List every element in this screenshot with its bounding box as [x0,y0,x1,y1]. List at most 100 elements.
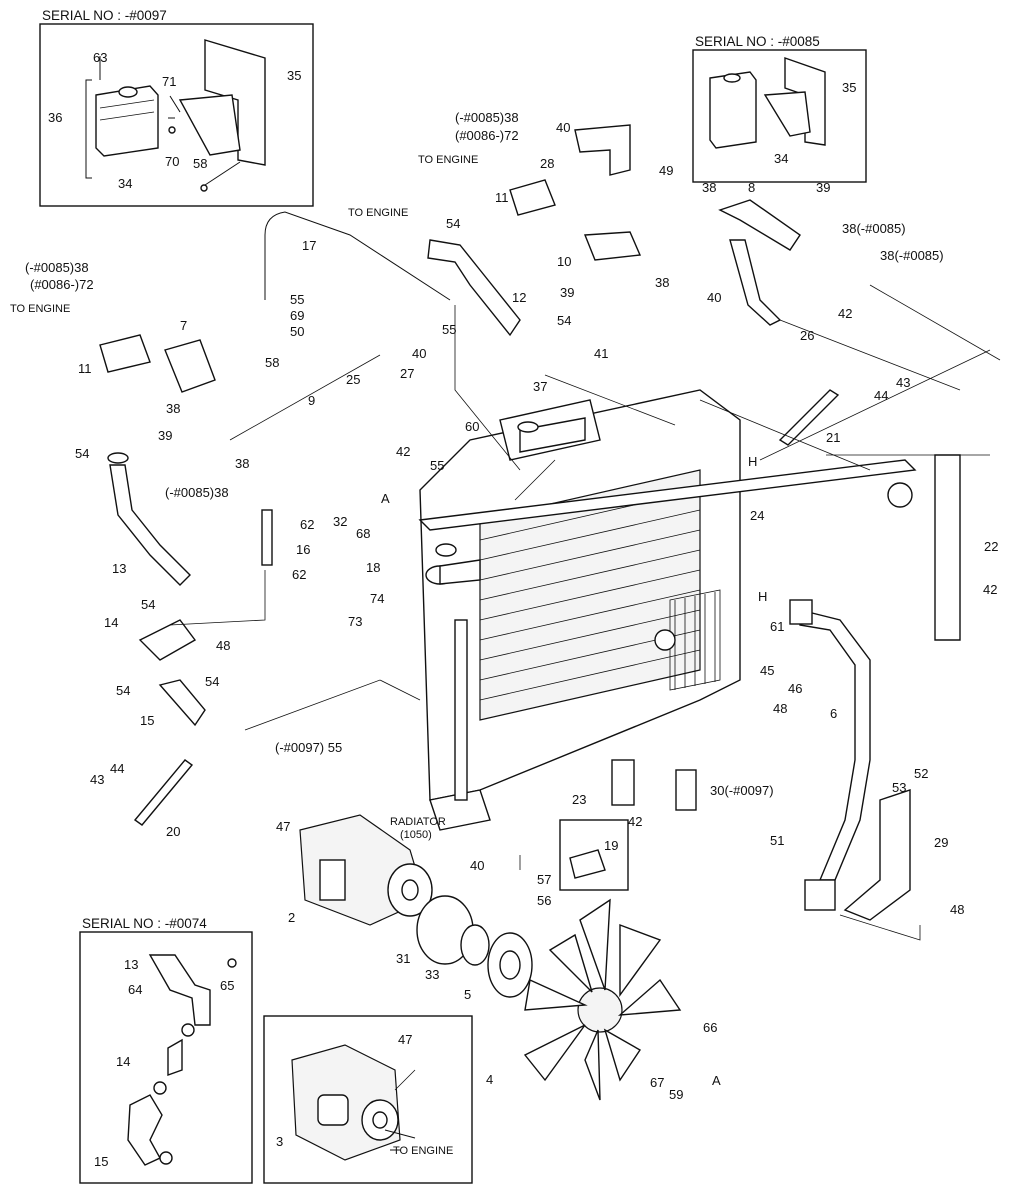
callout-53: 53 [892,780,906,795]
callout-26: 26 [800,328,814,343]
callout-34: 34 [774,151,788,166]
callout-47: 47 [398,1032,412,1047]
callout-36: 36 [48,110,62,125]
callout-71: 71 [162,74,176,89]
callout-54: 54 [446,216,460,231]
callout-54: 54 [557,313,571,328]
radiator-assembly [419,389,913,831]
inset-bottom-center [263,1015,473,1184]
callout-labels: 63 71 35 36 70 34 58 35 34 40 28 49 38 8… [48,50,998,1169]
callout-38: 38 [166,401,180,416]
callout-43: 43 [90,772,104,787]
callout-8: 8 [748,180,755,195]
callout-37: 37 [533,379,547,394]
pump-2 [299,814,433,926]
callout-40: 40 [412,346,426,361]
callout-54: 54 [205,674,219,689]
callout-65: 65 [220,978,234,993]
callout-39: 39 [816,180,830,195]
callout-31: 31 [396,951,410,966]
ref-38-0085: 38(-#0085) [842,221,906,236]
callout-4: 4 [486,1072,493,1087]
bracket-23 [611,759,635,806]
callout-38: 38 [235,456,249,471]
callout-15: 15 [94,1154,108,1169]
inset-serial-label: SERIAL NO : -#0085 [695,34,820,49]
callout-19-box [559,819,629,891]
hose-11-right [509,179,556,216]
callout-48: 48 [773,701,787,716]
callout-70: 70 [165,154,179,169]
callout-15: 15 [140,713,154,728]
callout-40: 40 [470,858,484,873]
ref-0085-38: (-#0085)38 [455,110,519,125]
callout-39: 39 [560,285,574,300]
to-engine-note: TO ENGINE [418,154,478,166]
ref-0086-72: (#0086-)72 [30,277,94,292]
callout-69: 69 [290,308,304,323]
fan-4 [523,898,682,1101]
inset-serial-label: SERIAL NO : -#0097 [42,8,167,23]
callout-39: 39 [158,428,172,443]
callout-33: 33 [425,967,439,982]
hose-6 [799,609,871,881]
hose-13 [109,464,191,586]
callout-42: 42 [838,306,852,321]
callout-74: 74 [370,591,384,606]
callout-21: 21 [826,430,840,445]
callout-9: 9 [308,393,315,408]
strut-21 [778,389,840,446]
radiator-code: (1050) [400,829,432,841]
callout-64: 64 [128,982,142,997]
inset-top-right: SERIAL NO : -#0085 [692,34,867,183]
ref-30-0097: 30(-#0097) [710,783,774,798]
ref-0086-72: (#0086-)72 [455,128,519,143]
callout-7: 7 [180,318,187,333]
hose-12 [427,239,521,337]
inset-bottom-left: SERIAL NO : -#0074 [79,916,253,1184]
callout-20: 20 [166,824,180,839]
block-30 [675,769,697,811]
callout-11: 11 [78,361,92,376]
callout-14: 14 [104,615,118,630]
ref-0085-38: (-#0085)38 [25,260,89,275]
callout-32: 32 [333,514,347,529]
callout-38: 38 [702,180,716,195]
callout-48: 48 [950,902,964,917]
callout-40: 40 [707,290,721,305]
callout-55: 55 [290,292,304,307]
callout-44: 44 [110,761,124,776]
callout-6: 6 [830,706,837,721]
bracket-22 [934,454,961,641]
to-engine-note: TO ENGINE [10,303,70,315]
callout-16: 16 [296,542,310,557]
callout-60: 60 [465,419,479,434]
callout-49: 49 [659,163,673,178]
hose-10 [583,231,642,261]
callout-52: 52 [914,766,928,781]
callout-13: 13 [112,561,126,576]
ref-0097-55: (-#0097) 55 [275,740,342,755]
callout-H: H [758,589,767,604]
inset-serial-label: SERIAL NO : -#0074 [82,916,207,931]
callout-40: 40 [556,120,570,135]
callout-34: 34 [118,176,132,191]
callout-54: 54 [75,446,89,461]
callout-63: 63 [93,50,107,65]
callout-A: A [381,491,390,506]
hose-16 [261,509,273,566]
callout-48: 48 [216,638,230,653]
callout-55: 55 [430,458,444,473]
strut-20 [133,759,194,826]
inset-top-left: SERIAL NO : -#0097 [39,8,314,207]
callout-45: 45 [760,663,774,678]
callout-59: 59 [669,1087,683,1102]
radiator-title: RADIATOR [390,816,446,828]
callout-62: 62 [300,517,314,532]
bracket-28 [574,124,631,176]
callout-73: 73 [348,614,362,629]
callout-35: 35 [287,68,301,83]
callout-10: 10 [557,254,571,269]
hose-15 [158,679,206,727]
